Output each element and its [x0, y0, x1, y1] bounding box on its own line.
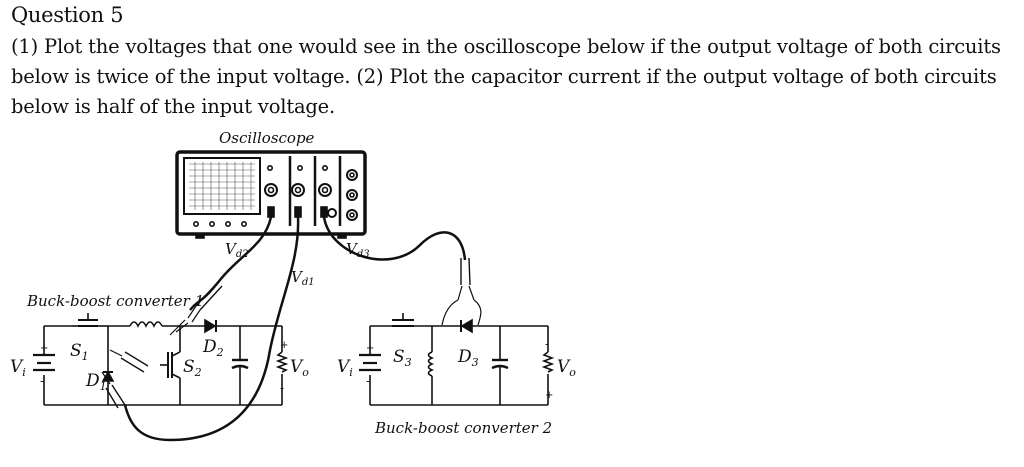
label-vo-minus-1: -	[280, 381, 284, 395]
label-vi-minus-2: -	[366, 374, 370, 388]
buck-boost-converter-2	[359, 313, 555, 406]
label-vo-2: Vo	[557, 357, 576, 379]
oscilloscope-label: Oscilloscope	[219, 129, 315, 147]
question-line-2: below is twice of the input voltage. (2)…	[11, 65, 997, 88]
probe-cable-vd3	[322, 216, 467, 261]
label-s1: S1	[70, 341, 89, 363]
buck-boost-converter-1	[33, 313, 289, 406]
probe-label-vd2: Vd2	[225, 240, 249, 260]
label-d1: D1	[85, 371, 107, 393]
question-title: Question 5	[11, 3, 124, 27]
label-vo-minus-2: -	[545, 337, 549, 351]
label-s3: S3	[393, 347, 412, 369]
label-vi-1: Vi	[10, 357, 26, 379]
label-vi-2: Vi	[337, 357, 353, 379]
label-vo-1: Vo	[290, 357, 309, 379]
converter2-label: Buck-boost converter 2	[374, 419, 552, 437]
converter1-label: Buck-boost converter 1	[26, 292, 204, 310]
label-d3: D3	[457, 347, 479, 369]
label-vi-plus-2: +	[366, 343, 374, 354]
question-line-1: (1) Plot the voltages that one would see…	[11, 35, 1001, 58]
probe-cable-vd1	[123, 216, 300, 442]
probe-vd3	[441, 257, 482, 326]
oscilloscope-knobs	[264, 169, 358, 221]
probe-label-vd1: Vd1	[291, 268, 315, 288]
label-vo-plus-2: +	[545, 390, 553, 401]
probe-cable-vd2	[189, 216, 273, 311]
question-line-3: below is half of the input voltage.	[11, 95, 336, 118]
label-vi-plus-1: +	[40, 343, 48, 354]
label-vo-plus-1: +	[280, 340, 288, 351]
label-d2: D2	[202, 337, 224, 359]
label-s2: S2	[183, 357, 202, 379]
probe-vd2	[169, 281, 223, 336]
probe-label-vd3: Vd3	[346, 240, 370, 260]
oscilloscope-screen-grid	[189, 162, 255, 210]
label-vi-minus-1: -	[40, 374, 44, 388]
oscilloscope	[175, 150, 367, 239]
probe-vd1-tip	[109, 349, 149, 373]
